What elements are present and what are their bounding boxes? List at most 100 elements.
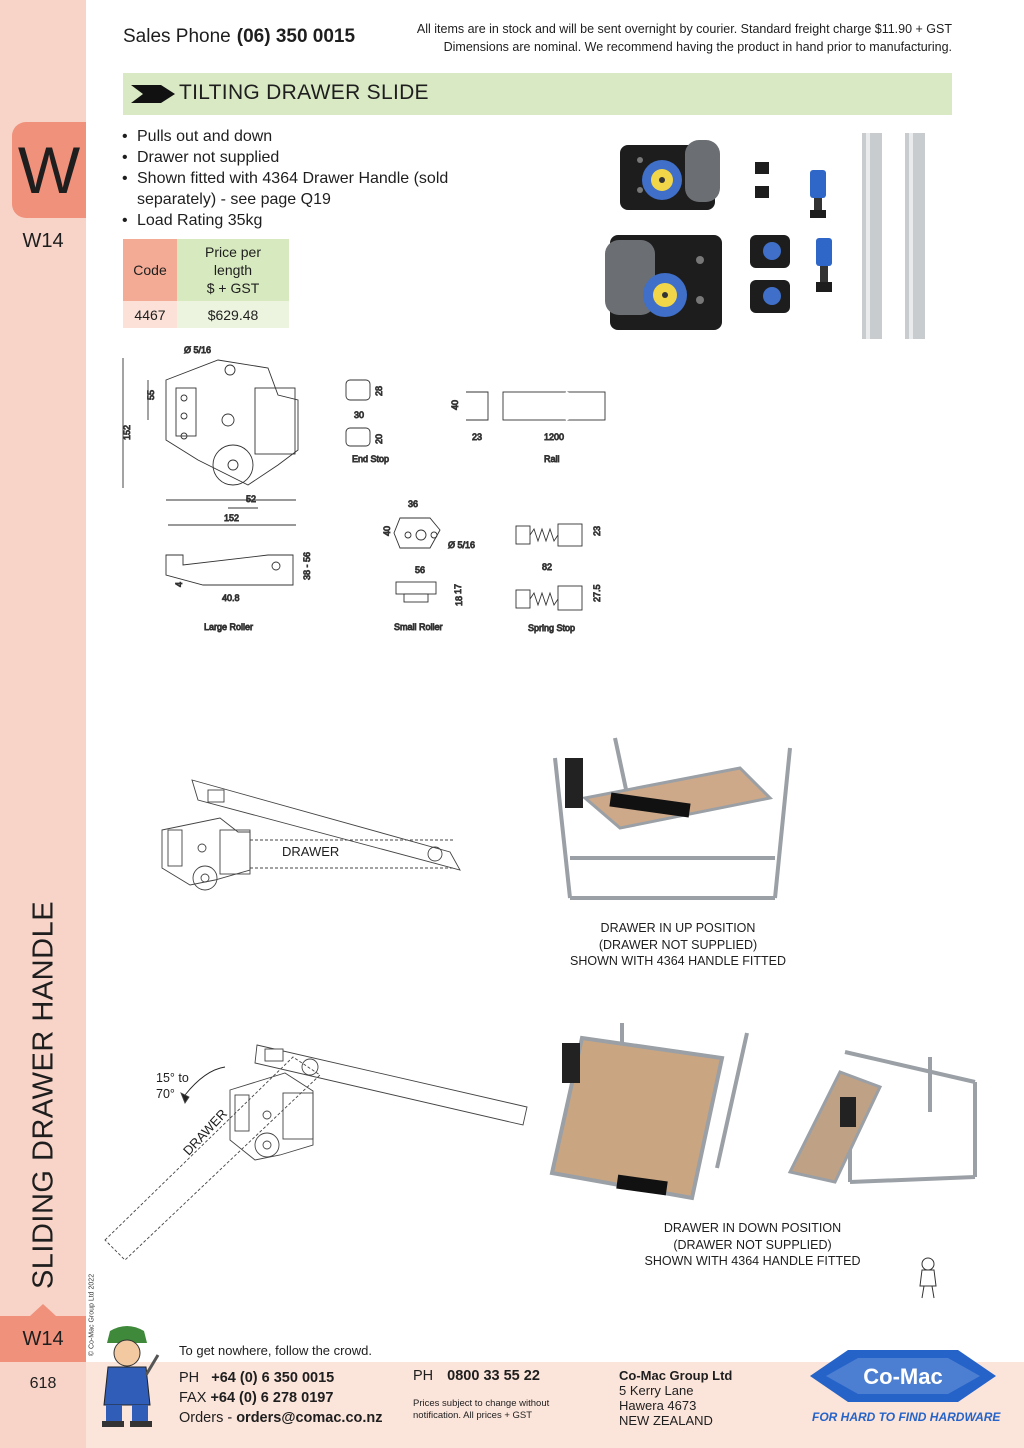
dim-large-38-56: 38 - 56 [302,552,312,580]
footer-fax-row: FAX +64 (0) 6 278 0197 [179,1388,383,1408]
orders-label: Orders - [179,1410,233,1426]
comac-logo[interactable]: Co-Mac [808,1340,998,1422]
sales-phone-number[interactable]: (06) 350 0015 [236,26,356,47]
address-line: NEW ZEALAND [619,1413,713,1428]
mascot-small-icon [919,1257,937,1299]
dim-small-40: 40 [382,526,392,536]
header-note: All items are in stock and will be sent … [417,20,952,56]
section-code: W14 [22,230,64,252]
dim-rail-1200: 1200 [544,432,564,442]
footer-orders-row: Orders - orders@comac.co.nz [179,1408,383,1428]
dim-endstop-28: 28 [374,386,384,396]
price-header-line: length [213,262,253,278]
footer-contact: PH +64 (0) 6 350 0015 FAX +64 (0) 6 278 … [179,1368,383,1428]
photo-drawer-up [553,737,792,900]
product-title-bar: TILTING DRAWER SLIDE [123,73,952,115]
caption-line: SHOWN WITH 4364 HANDLE FITTED [570,954,786,968]
feature-list: Pulls out and down Drawer not supplied S… [122,126,452,231]
dim-small-17: 17 [453,584,463,594]
page-number: 618 [29,1375,57,1392]
sales-phone: Sales Phone(06) 350 0015 [123,26,355,48]
large-roller-label: Large Roller [204,622,253,632]
caption-drawer-up: DRAWER IN UP POSITION (DRAWER NOT SUPPLI… [548,920,808,970]
rail-label: Rail [544,454,560,464]
header-note-line2: Dimensions are nominal. We recommend hav… [443,40,952,54]
phone-label: PH [179,1370,200,1386]
photo-drawer-down-side [787,1050,977,1184]
diagram-drawer-up [161,779,461,891]
fax-number: +64 (0) 6 278 0197 [210,1390,334,1406]
fax-label: FAX [179,1390,207,1406]
drawer-label-up: DRAWER [282,844,340,859]
caption-line: SHOWN WITH 4364 HANDLE FITTED [644,1254,861,1268]
price-table-header: Code Price per length $ + GST [123,239,289,301]
footer-phone-row: PH +64 (0) 6 350 0015 [179,1368,383,1388]
address-line: Hawera 4673 [619,1398,697,1413]
arrow-icon [131,85,175,103]
footer-address: Co-Mac Group Ltd 5 Kerry Lane Hawera 467… [619,1368,732,1428]
dim-large-4: 4 [174,582,184,587]
product-code: 4467 [123,301,177,328]
diagram-drawer-down [104,1044,528,1261]
caption-line: (DRAWER NOT SUPPLIED) [673,1237,832,1252]
freephone-number[interactable]: 0800 33 55 22 [447,1368,540,1384]
footer-slogan: FOR HARD TO FIND HARDWARE [812,1410,1001,1424]
logo-text: Co-Mac [863,1364,942,1389]
vertical-section-title: SLIDING DRAWER HANDLE [27,900,60,1290]
dim-large-55: 55 [146,390,156,400]
large-roller-upper [620,140,720,210]
dim-rail-23: 23 [472,432,482,442]
header-note-line1: All items are in stock and will be sent … [416,22,952,36]
price-header-line: Price per [204,244,262,260]
sales-phone-label: Sales Phone [123,26,231,47]
large-roller-top-drawing [122,358,299,526]
dim-rail-40: 40 [450,400,460,410]
dim-small-18: 18 [454,596,464,606]
dim-large-152w: 152 [224,513,239,523]
prices-note-line: notification. All prices + GST [413,1410,533,1421]
code-header: Code [123,239,177,301]
dim-large-152h: 152 [122,425,132,440]
dim-spring-82: 82 [542,562,552,572]
table-row: 4467 $629.48 [123,301,289,328]
left-sidebar [0,0,86,1448]
phone-number[interactable]: +64 (0) 6 350 0015 [211,1370,335,1386]
freephone-label: PH [413,1368,434,1384]
end-stop-label: End Stop [352,454,389,464]
dim-endstop-30: 30 [354,410,364,420]
dim-endstop-20: 20 [374,434,384,444]
feature-item: Drawer not supplied [122,147,452,168]
dim-large-dia: Ø 5/16 [184,345,211,355]
price-header-line: $ + GST [206,280,260,296]
photo-drawer-down-front [549,1023,749,1201]
dim-spring-23: 23 [592,526,602,536]
company-name: Co-Mac Group Ltd [619,1368,733,1383]
price-header: Price per length $ + GST [177,239,289,301]
feature-item: Load Rating 35kg [122,210,452,231]
footer-tagline: To get nowhere, follow the crowd. [179,1343,372,1358]
product-title: TILTING DRAWER SLIDE [179,81,429,104]
orders-email-link[interactable]: orders@comac.co.nz [236,1410,383,1426]
small-roller-label: Small Roller [394,622,443,632]
footer-freephone: PH 0800 33 55 22 [413,1368,540,1384]
angle-label: 15° to 70° [156,1070,189,1102]
mascot-icon [102,1326,160,1427]
caption-drawer-down: DRAWER IN DOWN POSITION (DRAWER NOT SUPP… [620,1220,885,1270]
large-roller-lower [605,235,722,330]
address-line: 5 Kerry Lane [619,1383,694,1398]
caption-line: DRAWER IN DOWN POSITION [663,1221,842,1235]
footer-prices-note: Prices subject to change without notific… [413,1398,549,1422]
technical-drawings: Ø 5/16 152 55 52 152 28 30 20 End Stop 4… [122,345,606,633]
prices-note-line: Prices subject to change without [413,1398,550,1409]
angle-label-line2: 70° [156,1087,175,1101]
caption-line: (DRAWER NOT SUPPLIED) [598,937,758,952]
spring-stop-label: Spring Stop [528,623,575,633]
caption-line: DRAWER IN UP POSITION [600,921,756,935]
section-letter-tab: W [12,122,86,218]
bottom-tab-notch [30,1304,56,1316]
dim-small-36: 36 [408,499,418,509]
product-photo [605,133,925,339]
feature-item: Shown fitted with 4364 Drawer Handle (so… [122,168,452,210]
feature-item: Pulls out and down [122,126,452,147]
dim-spring-27-5: 27.5 [592,584,602,602]
